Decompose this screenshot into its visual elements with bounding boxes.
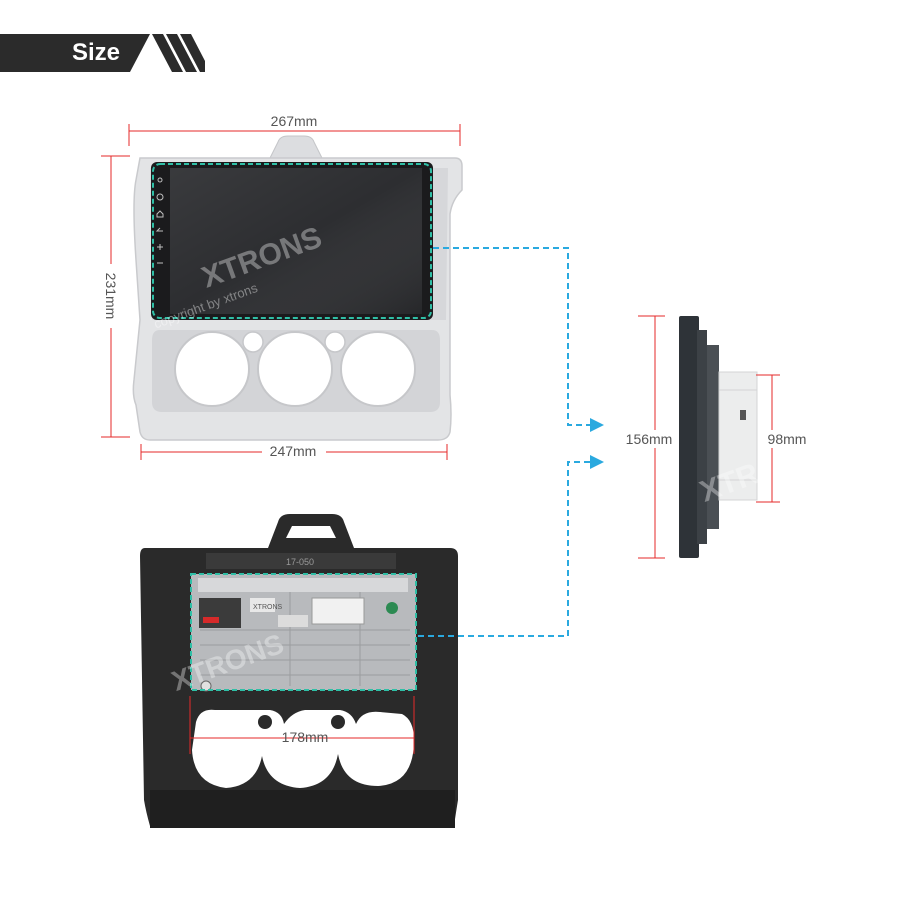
front-view: XTRONS copyright by xtrons: [132, 135, 463, 441]
microphone-icon: [157, 177, 163, 183]
pointer-arrow-icon: [590, 418, 604, 432]
rear-view: 17-050 XTRONS XTRONS: [140, 514, 458, 828]
power-icon: [156, 193, 164, 201]
screen-highlight: [152, 163, 432, 319]
dimension-side-height: 156mm: [626, 431, 673, 447]
volume-up-icon: [157, 244, 163, 250]
rear-model-label: 17-050: [286, 557, 314, 567]
dimension-side-depth: 98mm: [768, 431, 807, 447]
dimension-front-height: 231mm: [103, 273, 119, 320]
rear-dimension-lines: [189, 696, 415, 754]
dimension-front-width-top: 267mm: [271, 113, 318, 129]
page-title: Size: [72, 39, 121, 66]
connector-lines: [418, 247, 592, 637]
home-icon: [156, 210, 164, 218]
pointer-arrow-icon: [590, 455, 604, 469]
dimension-front-width-bottom: 247mm: [270, 443, 317, 459]
side-buttons: [155, 177, 164, 264]
chassis-highlight: [190, 573, 417, 691]
back-icon: [155, 227, 163, 232]
rear-sticker: XTRONS: [253, 604, 283, 611]
header-banner: [0, 34, 205, 72]
dimension-rear-width: 178mm: [282, 729, 329, 745]
